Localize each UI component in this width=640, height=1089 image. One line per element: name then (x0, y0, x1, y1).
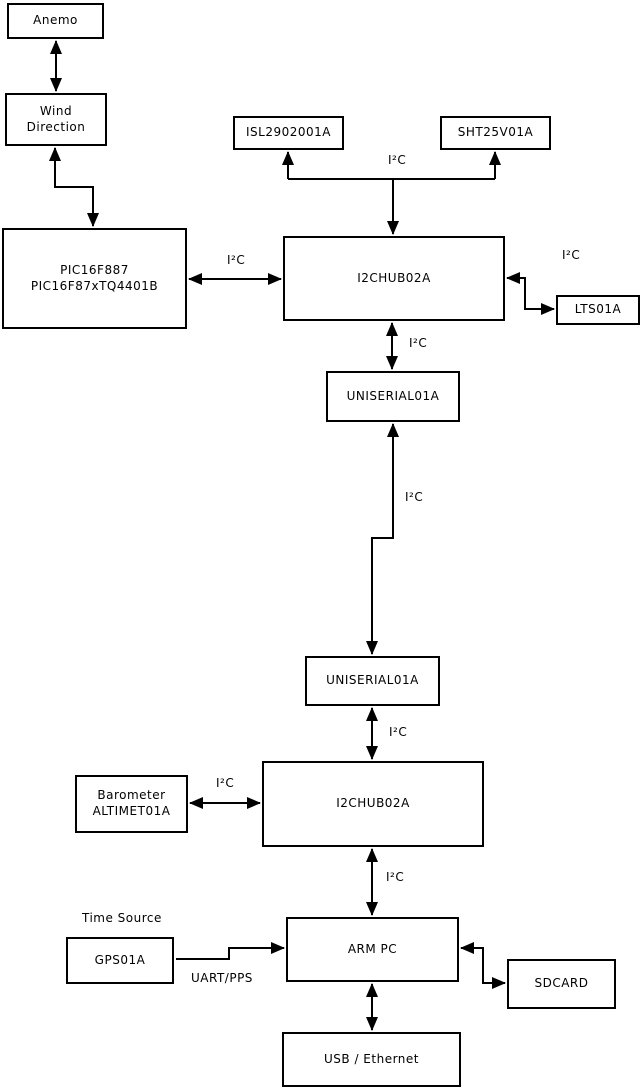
edge-hub1-lts (506, 272, 555, 315)
edge-label-i2c-pic-hub1: I²C (227, 253, 246, 267)
node-anemo: Anemo (7, 3, 104, 39)
node-arm-pc-label: ARM PC (347, 941, 398, 956)
node-uniserial01a-upper: UNISERIAL01A (326, 371, 460, 422)
node-sdcard-label: SDCARD (534, 976, 589, 991)
node-isl2902001a: ISL2902001A (233, 116, 344, 150)
node-barometer-altimet01a: Barometer ALTIMET01A (75, 775, 188, 833)
node-sht25v01a: SHT25V01A (440, 116, 551, 150)
node-gps01a-label: GPS01A (94, 952, 146, 967)
node-sht25v01a-label: SHT25V01A (457, 125, 534, 140)
node-anemo-label: Anemo (33, 13, 78, 28)
edge-label-i2c-hub2-armpc: I²C (386, 870, 405, 884)
node-wind-direction: Wind Direction (5, 93, 107, 146)
edge-label-i2c-barometer-hub2: I²C (216, 776, 235, 790)
node-wind-direction-line1: Wind (39, 103, 73, 118)
node-i2chub02a-lower-label: I2CHUB02A (336, 796, 410, 811)
edge-label-i2c-uniserial2-hub2: I²C (389, 725, 408, 739)
node-usb-ethernet: USB / Ethernet (282, 1032, 461, 1087)
edge-winddirection-pic (49, 147, 99, 227)
edge-uniserial1-uniserial2 (366, 423, 399, 655)
node-uniserial01a-lower-label: UNISERIAL01A (326, 673, 419, 688)
node-i2chub02a-upper-label: I2CHUB02A (357, 270, 431, 285)
node-i2chub02a-lower: I2CHUB02A (262, 761, 484, 847)
edge-label-i2c-hub1-lts: I²C (562, 248, 581, 262)
node-wind-direction-line2: Direction (26, 119, 86, 134)
node-isl2902001a-label: ISL2902001A (246, 125, 331, 140)
edge-gps-armpc (176, 942, 285, 960)
node-uniserial01a-lower: UNISERIAL01A (305, 656, 440, 706)
node-arm-pc: ARM PC (286, 917, 459, 982)
edge-label-i2c-uniserial1-uniserial2: I²C (405, 490, 424, 504)
node-pic16f887-line2: PIC16F87xTQ4401B (30, 278, 159, 293)
edge-label-i2c-bus: I²C (388, 153, 407, 167)
node-uniserial01a-upper-label: UNISERIAL01A (346, 388, 440, 403)
edge-label-i2c-hub1-uniserial1: I²C (409, 336, 428, 350)
node-sdcard: SDCARD (507, 959, 616, 1009)
label-time-source: Time Source (82, 911, 162, 925)
node-barometer-line1: Barometer (97, 788, 166, 803)
node-pic16f887: PIC16F887 PIC16F87xTQ4401B (2, 228, 187, 329)
node-gps01a: GPS01A (66, 937, 174, 984)
node-lts01a: LTS01A (556, 295, 640, 325)
node-lts01a-label: LTS01A (574, 302, 622, 317)
edge-armpc-sdcard (460, 942, 506, 989)
edge-label-uart-pps: UART/PPS (191, 971, 253, 985)
node-usb-ethernet-label: USB / Ethernet (324, 1051, 419, 1066)
node-pic16f887-line1: PIC16F887 (60, 262, 129, 277)
node-barometer-line2: ALTIMET01A (92, 804, 171, 818)
node-i2chub02a-upper: I2CHUB02A (283, 236, 505, 321)
